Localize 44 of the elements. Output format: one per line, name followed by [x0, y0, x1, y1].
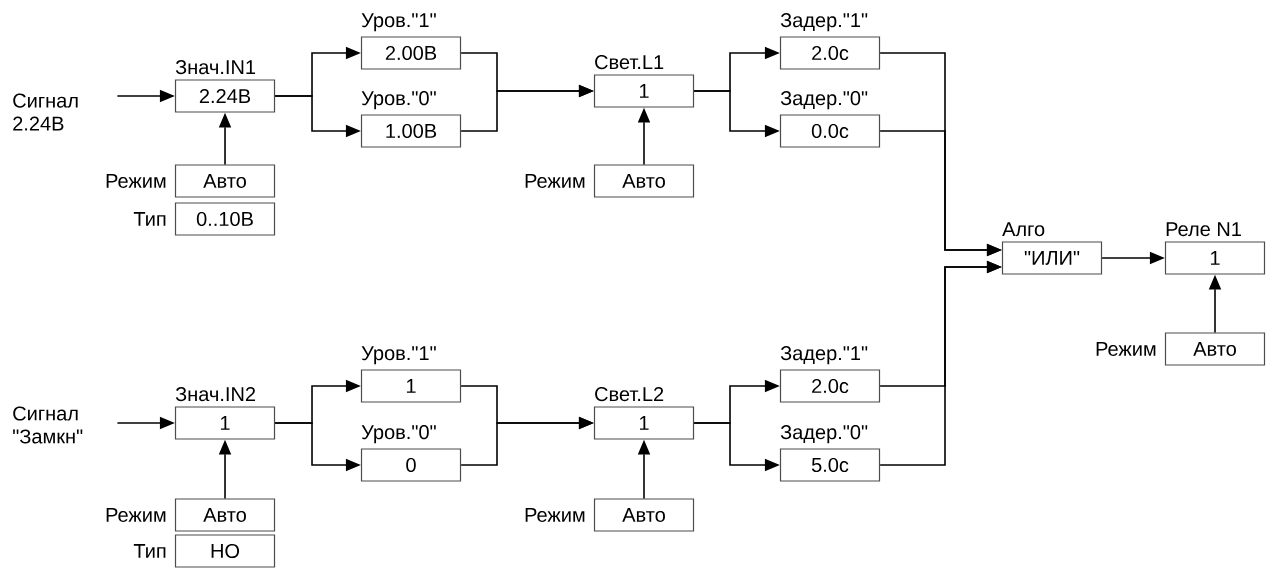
value-box: "ИЛИ" — [1001, 241, 1103, 275]
box-heading: Режим — [1096, 342, 1156, 356]
box-heading: Режим — [525, 174, 585, 188]
value-box: 2.24В — [174, 79, 276, 113]
value-box: 2.0с — [779, 369, 881, 403]
value-box: 1 — [360, 369, 462, 403]
value-box: 1.00В — [360, 114, 462, 148]
box-heading: Реле N1 — [1166, 222, 1241, 237]
box-heading: Свет.L2 — [595, 387, 664, 402]
box-heading: Задер."0" — [780, 91, 868, 110]
value-box: 2.00В — [360, 36, 462, 70]
box-heading: Режим — [525, 508, 585, 522]
box-heading: Задер."1" — [780, 346, 868, 365]
box-heading: Свет.L1 — [595, 55, 664, 70]
box-heading: Задер."0" — [780, 425, 868, 444]
box-heading: Тип — [133, 544, 166, 558]
value-box: 0.0с — [779, 114, 881, 148]
signal-label: Сигнал "Замкн" — [13, 406, 83, 444]
value-box: 1 — [174, 406, 276, 440]
box-heading: Знач.IN2 — [175, 387, 256, 402]
value-box: 5.0с — [779, 448, 881, 482]
box-heading: Алго — [1002, 222, 1045, 237]
value-box: Авто — [174, 498, 276, 532]
box-heading: Тип — [133, 212, 166, 226]
value-box: 1 — [593, 406, 695, 440]
value-box: Авто — [593, 164, 695, 198]
box-heading: Уров."0" — [361, 91, 436, 110]
value-box: 0..10В — [174, 202, 276, 236]
box-heading: Уров."1" — [361, 346, 436, 365]
value-box: НО — [174, 534, 276, 568]
box-heading: Режим — [106, 174, 166, 188]
value-box: 1 — [593, 74, 695, 108]
value-box: 0 — [360, 448, 462, 482]
value-box: 1 — [1164, 241, 1266, 275]
value-box: Авто — [593, 498, 695, 532]
box-heading: Знач.IN1 — [175, 60, 256, 75]
box-heading: Режим — [106, 508, 166, 522]
signal-label: Сигнал 2.24В — [13, 93, 78, 131]
value-box: Авто — [174, 164, 276, 198]
box-heading: Уров."0" — [361, 425, 436, 444]
value-box: 2.0с — [779, 36, 881, 70]
box-heading: Уров."1" — [361, 13, 436, 32]
box-heading: Задер."1" — [780, 13, 868, 32]
value-box: Авто — [1164, 332, 1266, 366]
